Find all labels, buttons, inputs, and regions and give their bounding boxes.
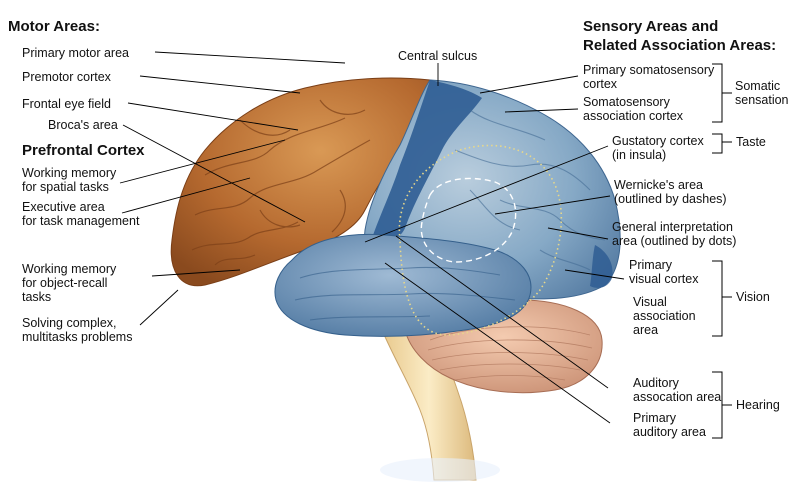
brainstem-fade [380, 458, 500, 482]
label-wernickes-area: Wernicke's area(outlined by dashes) [614, 178, 727, 206]
label-solving-complex: Solving complex,multitasks problems [22, 316, 133, 344]
somatosensory-strip [372, 80, 482, 242]
temporal-lobe [274, 233, 532, 337]
group-hearing: Hearing [736, 398, 780, 412]
label-primary-motor-area: Primary motor area [22, 46, 129, 60]
label-frontal-eye-field: Frontal eye field [22, 97, 111, 111]
group-vision: Vision [736, 290, 770, 304]
label-premotor-cortex: Premotor cortex [22, 70, 111, 84]
interpretation-outline [398, 144, 563, 336]
label-brocas-area: Broca's area [48, 118, 118, 132]
label-gustatory-cortex: Gustatory cortex(in insula) [612, 134, 704, 162]
frontal-gyri [191, 99, 371, 266]
occipital-tip [590, 245, 613, 288]
group-brackets [712, 63, 732, 439]
posterior-gyri [454, 109, 606, 271]
group-taste: Taste [736, 135, 766, 149]
wernicke-outline [420, 177, 517, 263]
prefrontal-cortex-heading: Prefrontal Cortex [22, 142, 145, 159]
leader-lines [119, 51, 625, 424]
motor-areas-heading: Motor Areas: [8, 18, 100, 35]
temporal-gyri [294, 266, 516, 321]
label-central-sulcus: Central sulcus [398, 49, 478, 63]
